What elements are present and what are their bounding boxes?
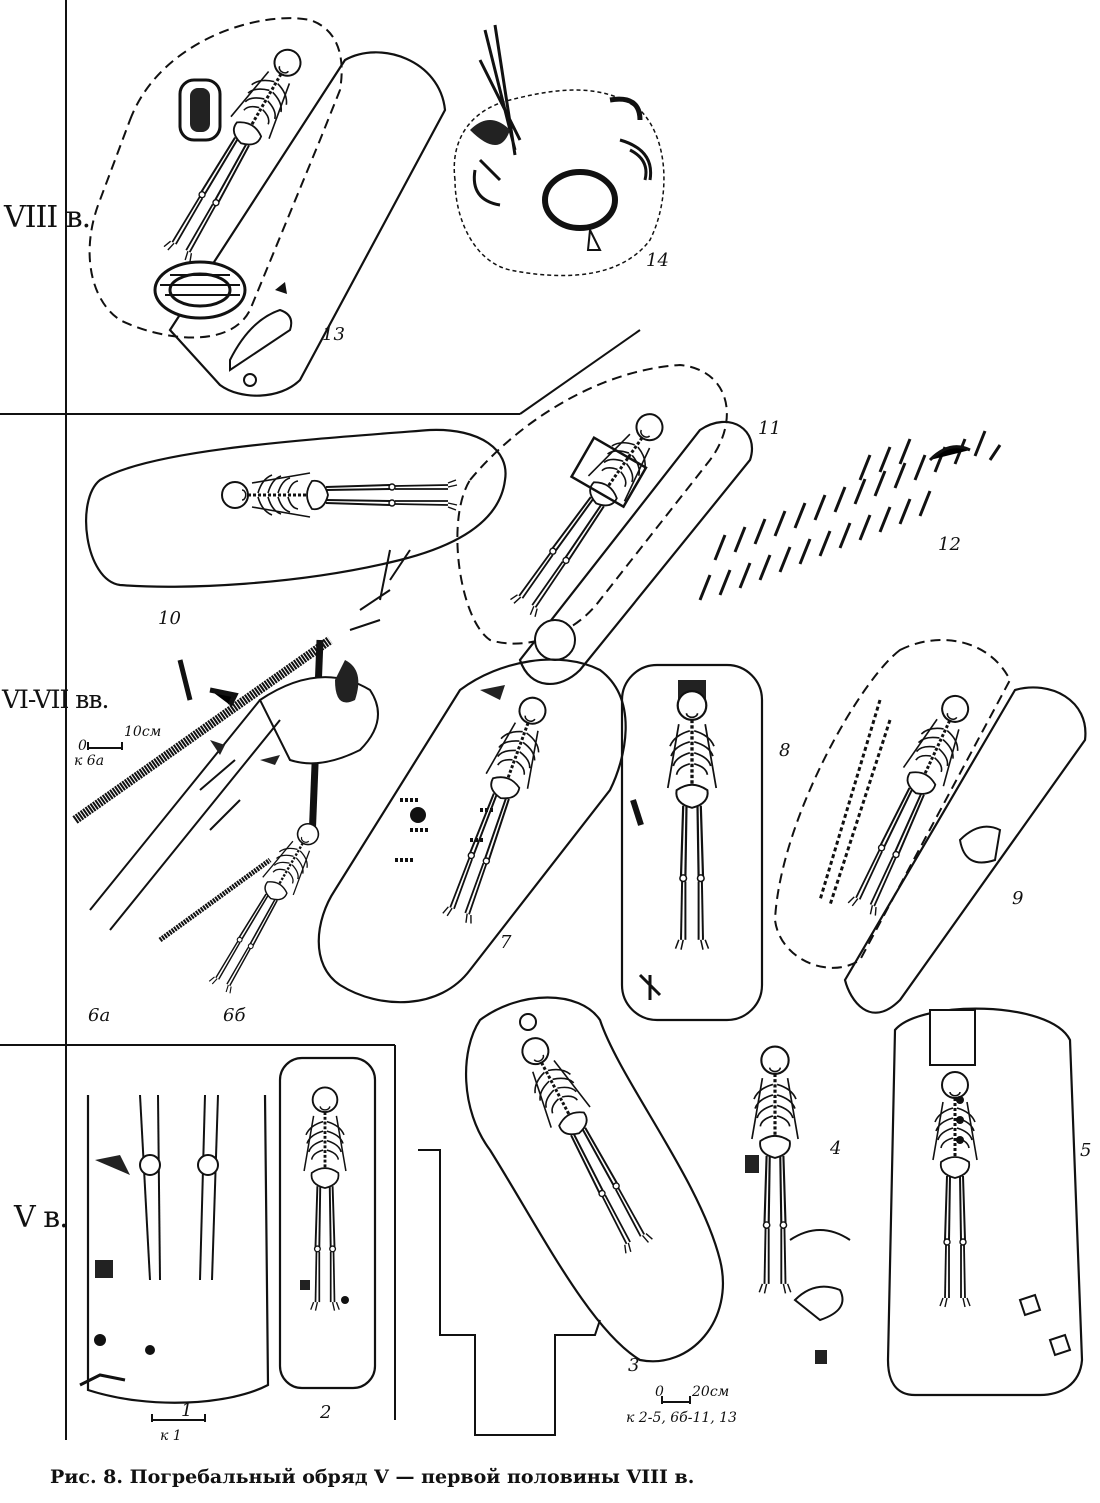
scale-c-ref: к 1 [160,1428,182,1444]
scale-b-value: 20см [692,1384,730,1400]
fig-label-6a: 6а [88,1005,111,1026]
fig-label-11: 11 [758,418,781,439]
fig-label-3: 3 [628,1355,640,1376]
burial-6a-6b [72,549,411,997]
burial-12-slats [698,430,1002,601]
scale-bar-20cm [661,1396,691,1404]
fig-label-4: 4 [830,1138,842,1159]
fig-label-8: 8 [779,740,791,761]
scale-b-zero: 0 [655,1384,664,1400]
scale-a-value: 10см [124,724,162,740]
plate-frame [0,0,641,1440]
scale-a-ref: к 6а [74,753,105,769]
grave-outline [418,1149,601,1436]
burial-14-hoard [453,24,665,277]
burial-5 [886,1007,1084,1397]
period-label-viii: VIII в. [4,200,91,235]
burial-7 [317,658,627,1004]
fig-label-2: 2 [320,1402,332,1423]
fig-label-10: 10 [158,608,181,629]
burial-11 [456,363,753,685]
scale-bar-k1 [151,1414,206,1422]
burial-4 [745,1045,851,1364]
burial-8 [620,663,764,1022]
fig-label-9: 9 [1012,888,1024,909]
burial-10 [85,428,507,588]
scale-a-zero: 0 [78,738,87,754]
fig-label-14: 14 [646,250,669,271]
fig-label-6b: 6б [223,1005,246,1026]
burial-9 [773,639,1087,1014]
burial-2 [278,1056,377,1390]
figure-caption: Рис. 8. Погребальный обряд V — первой по… [50,1466,695,1488]
period-label-vi-vii: VI-VII вв. [2,685,109,714]
fig-label-1: 1 [181,1400,193,1421]
fig-label-5: 5 [1080,1140,1092,1161]
scale-bar-10cm [87,742,123,750]
period-label-v: V в. [14,1200,69,1235]
fig-label-13: 13 [322,324,345,345]
fig-label-7: 7 [500,932,512,953]
fig-label-12: 12 [938,534,961,555]
scale-b-ref: к 2-5, 6б-11, 13 [626,1410,737,1426]
burial-13 [88,17,447,397]
burial-1 [79,1094,270,1404]
burial-3 [464,996,725,1363]
